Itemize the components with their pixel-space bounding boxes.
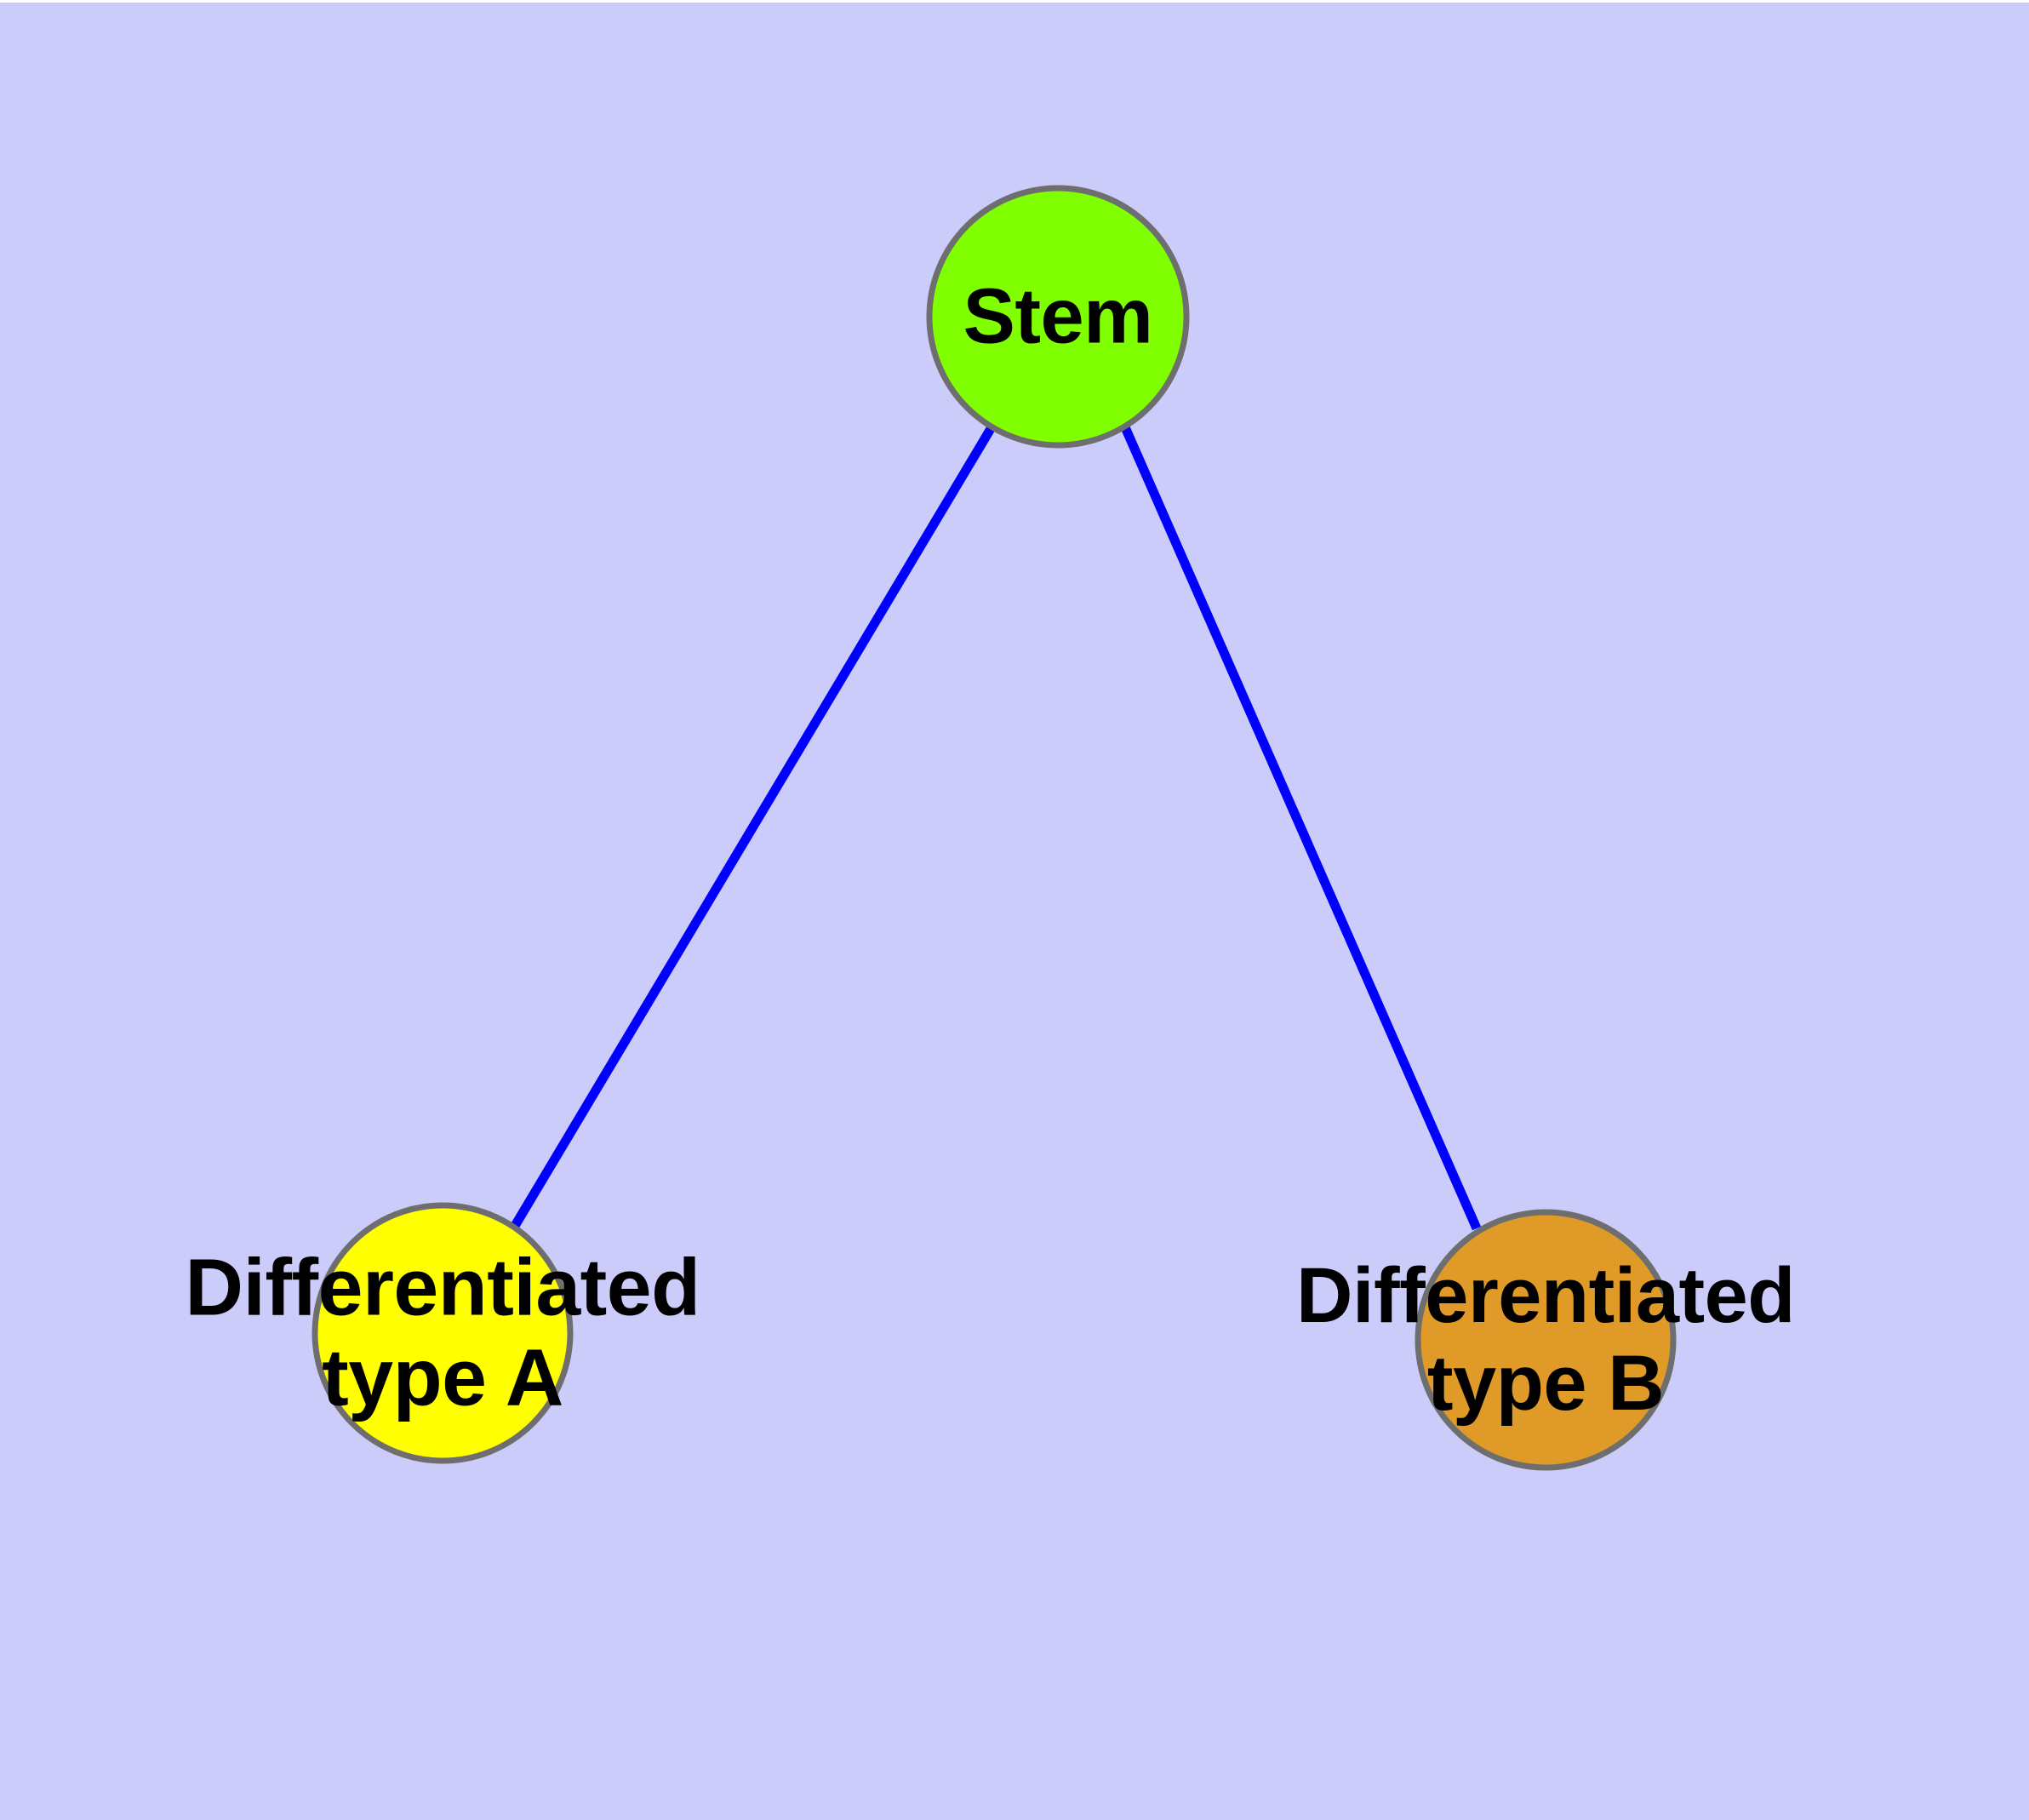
node-stem[interactable] bbox=[926, 185, 1190, 449]
edge-group bbox=[511, 425, 1482, 1231]
node-differentiated-type-a[interactable] bbox=[311, 1202, 574, 1464]
edge-stem-to-diff-b bbox=[1120, 425, 1482, 1231]
edge-stem-to-diff-a bbox=[511, 425, 996, 1228]
node-group bbox=[311, 185, 1677, 1471]
node-differentiated-type-b[interactable] bbox=[1415, 1209, 1677, 1471]
